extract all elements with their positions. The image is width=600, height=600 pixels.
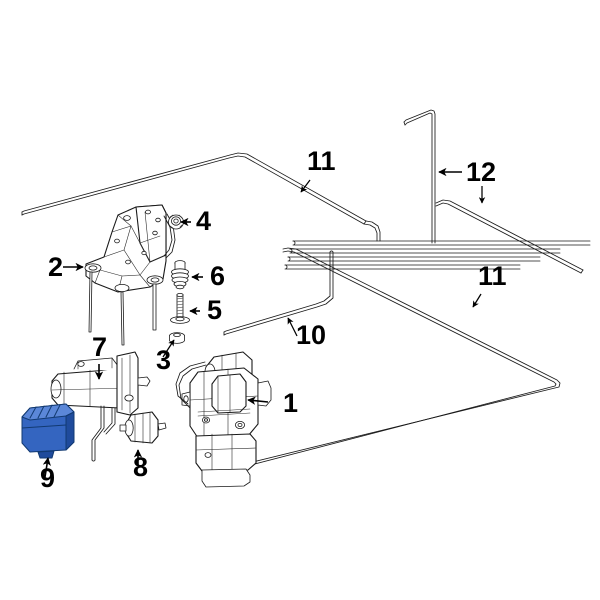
callout-number-6: 6 xyxy=(210,261,225,291)
callout-number-10: 10 xyxy=(296,320,326,350)
callout-number-3: 3 xyxy=(156,345,171,375)
callout-number-9: 9 xyxy=(40,463,55,493)
callout-number-5: 5 xyxy=(207,295,222,325)
leader-3 xyxy=(162,339,175,358)
leader-9 xyxy=(42,457,51,478)
air-line-bundle xyxy=(284,240,591,270)
callout-number-7: 7 xyxy=(92,332,107,362)
air-lines-group xyxy=(21,109,591,472)
part-2-mounting-bracket xyxy=(84,204,176,346)
part-9-relay-highlighted xyxy=(21,403,75,459)
air-line-right xyxy=(227,247,561,472)
air-line-short xyxy=(223,250,334,336)
part-8-air-filter xyxy=(119,411,167,444)
leader-10 xyxy=(287,317,298,337)
air-line-vertical xyxy=(403,109,436,244)
part-6-rubber-bushing xyxy=(171,260,189,290)
callout-number-12: 12 xyxy=(466,157,496,187)
part-3-washer xyxy=(168,332,185,344)
part-1-compressor xyxy=(175,351,272,488)
callout-leaders xyxy=(42,167,486,478)
callout-number-1: 1 xyxy=(283,388,298,418)
callout-number-11b: 11 xyxy=(478,261,507,291)
callout-numbers: 1 2 3 4 5 6 7 8 9 10 11 11 12 xyxy=(40,146,507,493)
air-line-upper-left xyxy=(21,152,367,225)
leader-1 xyxy=(247,396,269,405)
part-4-nut xyxy=(168,214,184,230)
callout-number-4: 4 xyxy=(196,206,211,236)
leader-11b xyxy=(472,293,482,308)
callout-number-8: 8 xyxy=(133,452,148,482)
air-line-node-stub xyxy=(363,220,381,242)
air-line-12-branch xyxy=(435,199,584,274)
callout-number-2: 2 xyxy=(48,252,63,282)
part-5-bolt xyxy=(170,292,190,324)
leader-11a xyxy=(300,179,311,193)
callout-number-11a: 11 xyxy=(307,146,336,176)
part-7-air-dryer xyxy=(50,351,151,462)
